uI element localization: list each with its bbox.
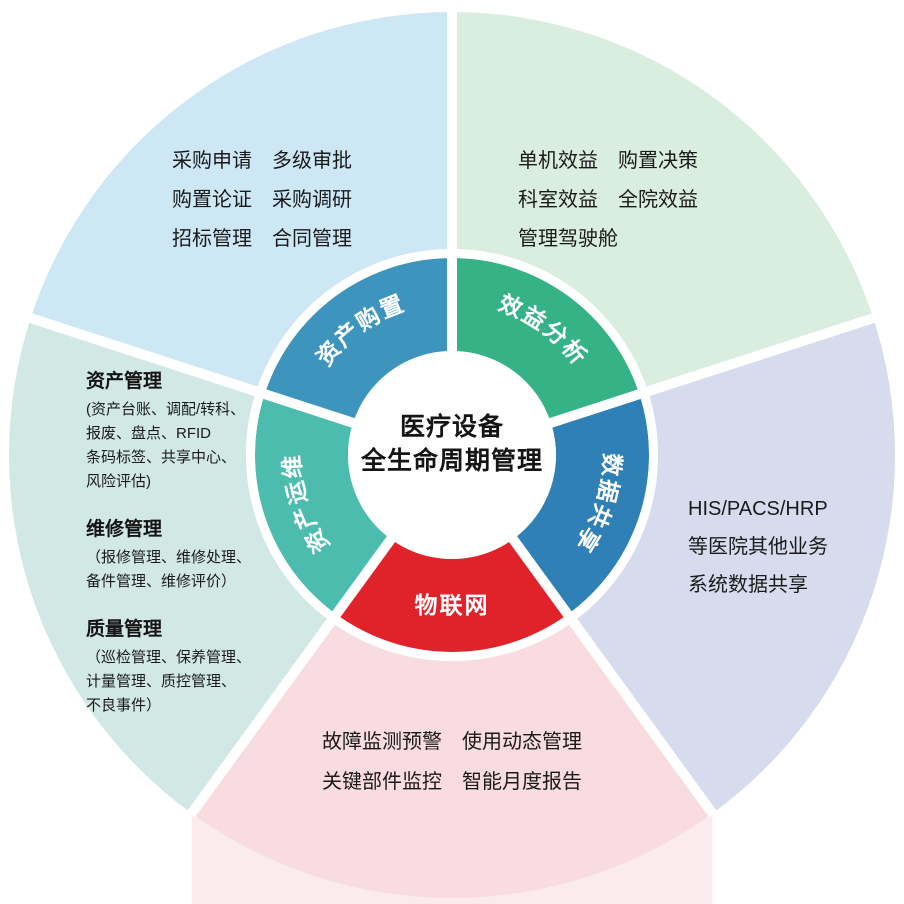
datashare-region [573,318,895,814]
iot-ring-sector [336,539,568,653]
benefit-details: 单机效益 购置决策 科室效益 全院效益 管理驾驶舱 [518,142,838,259]
benefit-detail-line: 科室效益 全院效益 [518,189,698,211]
procurement-region [30,12,452,392]
operations-group-detail: (资产台账、调配/转科、 报废、盘点、RFID 条码标签、共享中心、 风险评估) [86,401,246,490]
datashare-detail-line: HIS/PACS/HRP [688,498,828,520]
benefit-detail-line: 管理驾驶舱 [518,228,618,250]
operations-group-detail: （报修管理、维修处理、 备件管理、维修评价） [86,549,252,590]
operations-group-asset: 资产管理 (资产台账、调配/转科、 报废、盘点、RFID 条码标签、共享中心、 … [86,366,300,494]
operations-group-title: 资产管理 [86,371,163,392]
center-title-line2: 全生命周期管理 [360,447,543,475]
procurement-details: 采购申请 多级审批 购置论证 采购调研 招标管理 合同管理 [112,142,412,259]
datashare-detail-line: 系统数据共享 [688,574,808,596]
datashare-ring-sector [513,394,650,615]
operations-group-repair: 维修管理 （报修管理、维修处理、 备件管理、维修评价） [86,514,300,594]
iot-detail-line: 关键部件监控 智能月度报告 [322,771,582,793]
procurement-ring-sector [264,257,452,423]
center-title: 医疗设备 全生命周期管理 [340,410,564,478]
sector-separators [28,11,876,818]
operations-group-title: 质量管理 [86,619,163,640]
datashare-detail-line: 等医院其他业务 [688,536,828,558]
iot-ring-label: 物联网 [415,592,490,618]
benefit-ring-sector [452,258,640,423]
benefit-region [452,12,874,392]
operations-region [9,318,331,814]
operations-group-detail: （巡检管理、保养管理、 计量管理、质控管理、 不良事件） [86,649,252,714]
iot-details: 故障监测预警 使用动态管理 关键部件监控 智能月度报告 [232,722,672,802]
operations-group-quality: 质量管理 （巡检管理、保养管理、 计量管理、质控管理、 不良事件） [86,614,300,718]
center-title-line1: 医疗设备 [399,413,504,441]
iot-region [191,621,713,899]
operations-group-title: 维修管理 [86,519,163,540]
procurement-detail-line: 采购申请 多级审批 [172,150,352,172]
center-circle [348,351,556,559]
operations-ring-sector [254,394,391,615]
iot-detail-line: 故障监测预警 使用动态管理 [322,731,582,753]
procurement-detail-line: 购置论证 采购调研 [172,189,352,211]
datashare-details: HIS/PACS/HRP 等医院其他业务 系统数据共享 [688,490,904,604]
operations-details: 资产管理 (资产台账、调配/转科、 报废、盘点、RFID 条码标签、共享中心、 … [86,366,300,738]
procurement-detail-line: 招标管理 合同管理 [172,228,352,250]
benefit-detail-line: 单机效益 购置决策 [518,150,698,172]
